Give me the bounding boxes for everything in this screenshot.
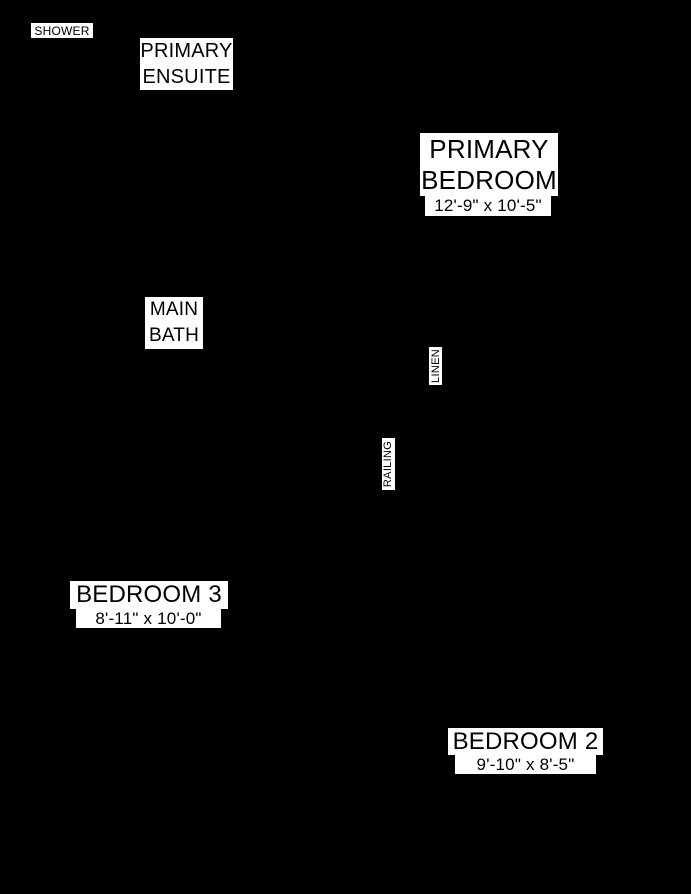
room-dimensions-bedroom-3: 8'-11" x 10'-0" [76,609,221,628]
room-label-primary-bedroom: PRIMARY BEDROOM [420,133,558,196]
room-label-main-bath: MAIN BATH [145,297,203,349]
room-label-bedroom-3-text: BEDROOM 3 [76,581,222,608]
room-label-primary-bedroom-line2: BEDROOM [421,164,557,195]
room-label-linen: LINEN [429,347,442,385]
room-label-primary-ensuite-line1: PRIMARY [140,40,233,62]
room-label-primary-ensuite: PRIMARY ENSUITE [140,38,233,90]
room-dimensions-bedroom-2-text: 9'-10" x 8'-5" [476,754,575,774]
room-dimensions-primary-bedroom: 12'-9" x 10'-5" [425,196,551,216]
room-label-railing-text: RAILING [382,440,395,488]
room-label-main-bath-line1: MAIN [149,299,199,320]
room-label-primary-ensuite-line2: ENSUITE [142,66,231,88]
room-dimensions-primary-bedroom-text: 12'-9" x 10'-5" [434,196,542,215]
room-label-railing: RAILING [382,438,395,490]
room-label-primary-bedroom-line1: PRIMARY [429,133,549,164]
room-label-bedroom-2-text: BEDROOM 2 [452,727,599,755]
room-label-bedroom-2: BEDROOM 2 [448,728,603,755]
room-label-shower-text: SHOWER [34,23,90,38]
room-label-bedroom-3: BEDROOM 3 [70,581,228,609]
room-label-shower: SHOWER [31,23,93,38]
room-label-main-bath-line2: BATH [148,325,200,346]
room-dimensions-bedroom-2: 9'-10" x 8'-5" [455,755,596,774]
room-label-linen-text: LINEN [429,349,442,383]
room-dimensions-bedroom-3-text: 8'-11" x 10'-0" [95,608,202,628]
